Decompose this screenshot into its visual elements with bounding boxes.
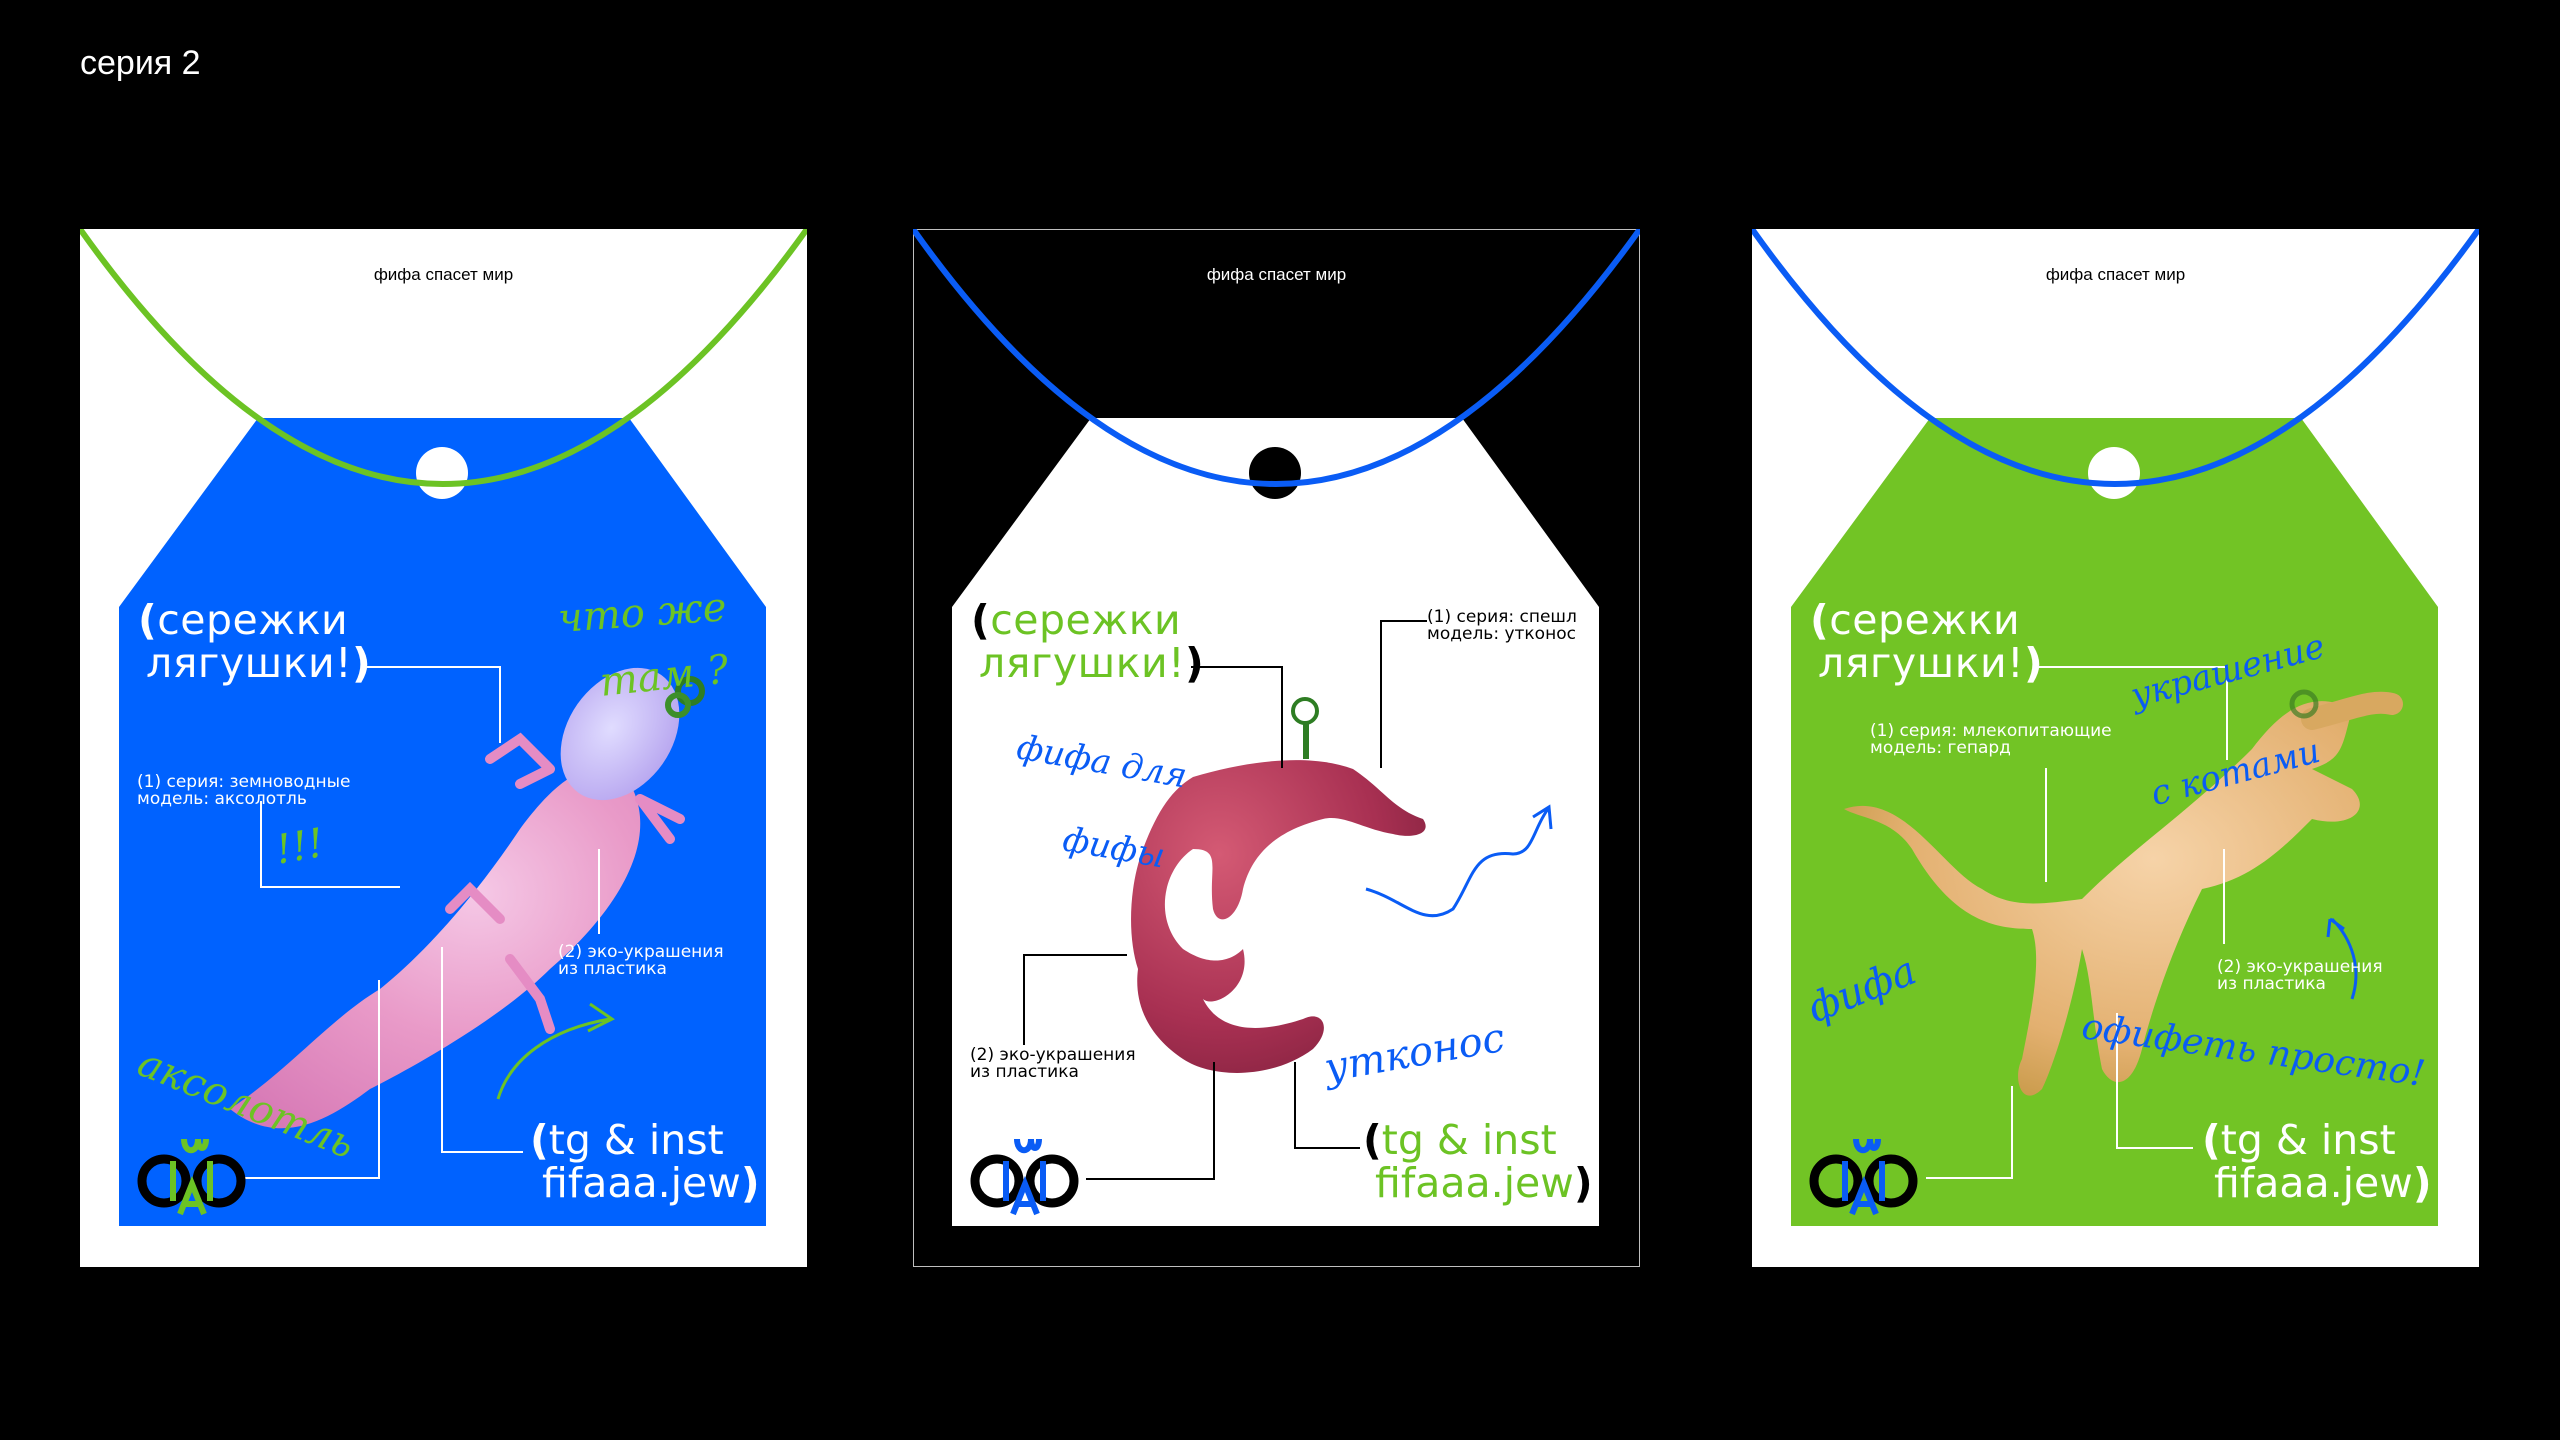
open-bracket: ( [1363, 1116, 1382, 1164]
contact-handle: fifaaa.jew [1375, 1159, 1574, 1207]
note-line: (2) эко-украшения [558, 942, 724, 962]
string [1752, 229, 2479, 487]
note-line: (1) серия: млекопитающие [1870, 721, 2112, 741]
close-bracket: ) [2412, 1159, 2432, 1207]
open-bracket: ( [2202, 1116, 2221, 1164]
title-text-2: лягушки! [1818, 639, 2025, 687]
brand-slogan: фифа спасет мир [1206, 265, 1347, 284]
string [80, 229, 807, 487]
logo [137, 1138, 246, 1216]
title-line-2: лягушки!) [971, 642, 1204, 685]
title-line-1: (сережки [1810, 596, 2020, 644]
title-text-1: сережки [157, 596, 349, 644]
title-line-2: лягушки!) [138, 642, 371, 685]
brand-slogan: фифа спасет мир [2045, 265, 2186, 284]
title-line-2: лягушки!) [1810, 642, 2043, 685]
title-text-2: лягушки! [979, 639, 1186, 687]
logo [1809, 1138, 1918, 1216]
animal-earring-image [230, 667, 705, 1129]
title-text-1: сережки [1829, 596, 2021, 644]
contact-line-2: fifaaa.jew) [1363, 1162, 1593, 1205]
note-line: модель: утконос [1427, 624, 1576, 644]
brand-slogan: фифа спасет мир [373, 265, 514, 284]
close-bracket: ) [1573, 1159, 1593, 1207]
note-line: из пластика [558, 959, 667, 979]
leader-line [362, 666, 501, 743]
open-bracket: ( [971, 596, 991, 644]
contact-line-1: (tg & inst [1363, 1116, 1557, 1164]
string [913, 229, 1640, 487]
note-line: (1) серия: спешл [1427, 607, 1577, 627]
leader-line [2038, 666, 2228, 760]
close-bracket: ) [1185, 639, 1205, 687]
title-line-1: (сережки [138, 596, 348, 644]
hang-tag [1791, 418, 2438, 1226]
title-text-1: сережки [990, 596, 1182, 644]
leader-line [1380, 620, 1427, 768]
contact-line-2: fifaaa.jew) [2202, 1162, 2432, 1205]
contact-handle: fifaaa.jew [542, 1159, 741, 1207]
leader-line [1294, 1062, 1360, 1149]
leader-line [1191, 666, 1283, 768]
leader-line [260, 801, 400, 888]
note-line: из пластика [970, 1062, 1079, 1082]
close-bracket: ) [2024, 639, 2044, 687]
leader-line [1023, 954, 1127, 1045]
note-line: (1) серия: земноводные [137, 772, 351, 792]
contact-text-1: tg & inst [1381, 1116, 1557, 1164]
close-bracket: ) [740, 1159, 760, 1207]
contact-text-1: tg & inst [548, 1116, 724, 1164]
title-text-2: лягушки! [146, 639, 353, 687]
contact-handle: fifaaa.jew [2214, 1159, 2413, 1207]
contact-line-2: fifaaa.jew) [530, 1162, 760, 1205]
tag-hole [2088, 447, 2140, 499]
logo [970, 1138, 1079, 1216]
animal-earring-image [1131, 697, 1553, 1073]
note-line: (2) эко-украшения [2217, 957, 2383, 977]
leader-line [1086, 1062, 1215, 1180]
animal-earring-image [1844, 689, 2403, 1096]
leader-line [441, 947, 523, 1153]
note-line: (2) эко-украшения [970, 1045, 1136, 1065]
leader-line [1926, 1086, 2013, 1179]
series-label: серия 2 [80, 44, 201, 82]
contact-line-1: (tg & inst [530, 1116, 724, 1164]
contact-text-1: tg & inst [2220, 1116, 2396, 1164]
tag-hole [416, 447, 468, 499]
tag-hole [1249, 447, 1301, 499]
leader-line [2116, 1013, 2193, 1149]
leader-line [245, 980, 380, 1179]
note-line: модель: гепард [1870, 738, 2011, 758]
handwritten-note: !!! [272, 819, 328, 874]
close-bracket: ) [352, 639, 372, 687]
open-bracket: ( [1810, 596, 1830, 644]
open-bracket: ( [530, 1116, 549, 1164]
title-line-1: (сережки [971, 596, 1181, 644]
note-line: модель: аксолотль [137, 789, 307, 809]
contact-line-1: (tg & inst [2202, 1116, 2396, 1164]
note-line: из пластика [2217, 974, 2326, 994]
open-bracket: ( [138, 596, 158, 644]
